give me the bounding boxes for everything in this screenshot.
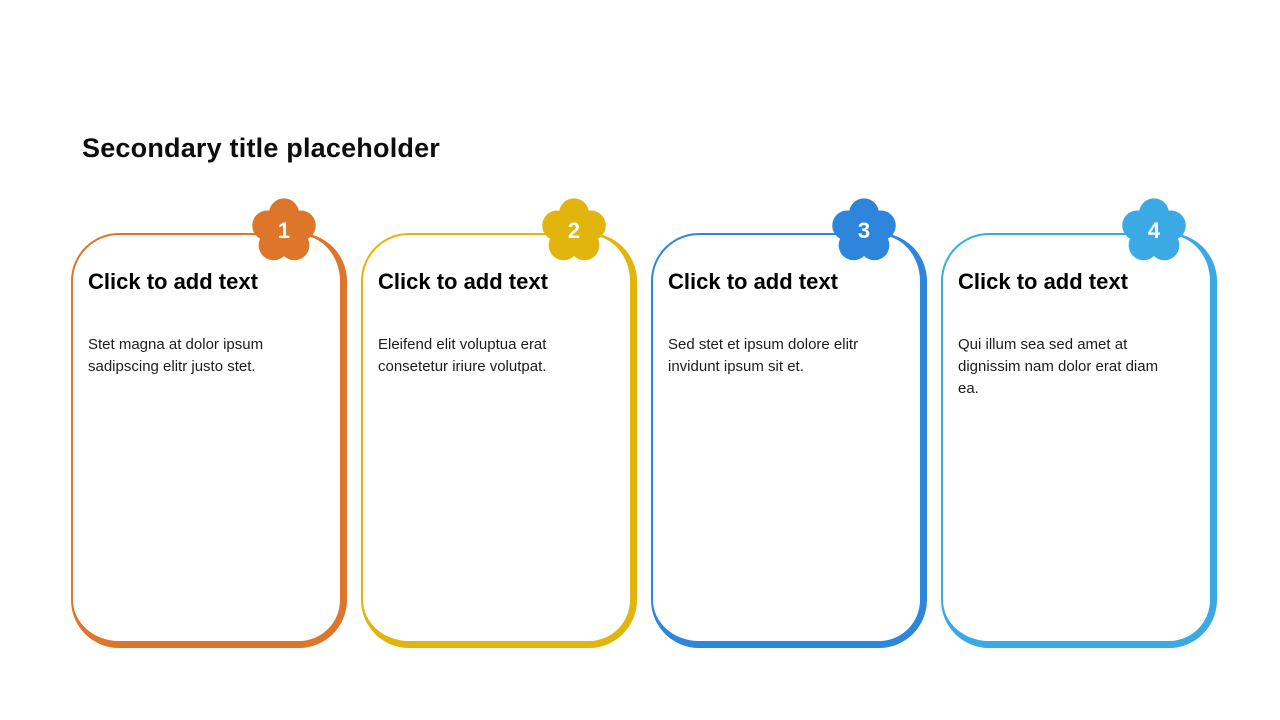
flower-icon (252, 198, 316, 261)
card-body-text[interactable]: Stet magna at dolor ipsum sadipscing eli… (88, 336, 264, 376)
card-body-text[interactable]: Eleifend elit voluptua erat consetetur i… (378, 336, 547, 376)
step-number: 3 (857, 218, 871, 243)
step-number: 2 (567, 218, 581, 243)
step-badge-2[interactable]: 2 (540, 197, 608, 265)
card-heading-placeholder[interactable]: Click to add text (88, 269, 258, 294)
step-badge-4[interactable]: 4 (1120, 197, 1188, 265)
card-heading-placeholder[interactable]: Click to add text (668, 269, 838, 294)
card-heading-placeholder[interactable]: Click to add text (378, 269, 548, 294)
steps-container: 1 Click to add text Stet magna at dolor … (71, 198, 1217, 648)
step-card-4[interactable]: 4 Click to add text Qui illum sea sed am… (941, 198, 1217, 648)
card-body-text[interactable]: Sed stet et ipsum dolore elitr invidunt … (668, 336, 859, 376)
slide-title[interactable]: Secondary title placeholder (82, 133, 441, 163)
step-number: 1 (277, 218, 291, 243)
step-number: 4 (1147, 218, 1161, 243)
flower-icon (542, 198, 606, 261)
step-badge-3[interactable]: 3 (830, 197, 898, 265)
step-card-3[interactable]: 3 Click to add text Sed stet et ipsum do… (651, 198, 927, 648)
flower-icon (1122, 198, 1186, 261)
step-badge-1[interactable]: 1 (250, 197, 318, 265)
card-body-text[interactable]: Qui illum sea sed amet at dignissim nam … (958, 336, 1159, 398)
step-card-2[interactable]: 2 Click to add text Eleifend elit volupt… (361, 198, 637, 648)
step-card-1[interactable]: 1 Click to add text Stet magna at dolor … (71, 198, 347, 648)
card-heading-placeholder[interactable]: Click to add text (958, 269, 1128, 294)
flower-icon (832, 198, 896, 261)
